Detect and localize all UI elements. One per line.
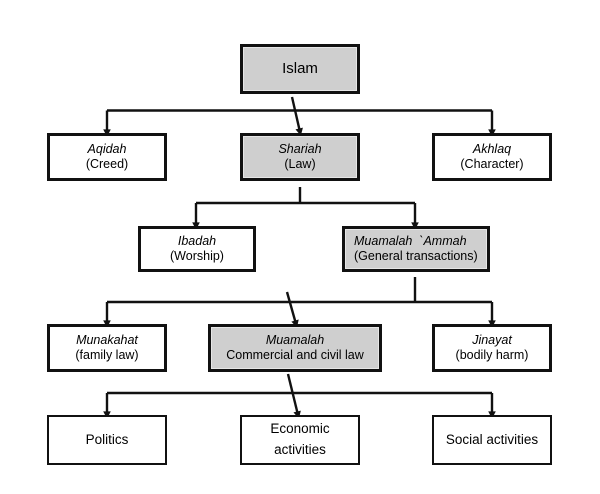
node-jinayat[interactable]: Jinayat (bodily harm) [432,324,552,372]
node-social-activities-label: Social activities [445,431,539,447]
node-muamalah-ammah-gloss: (General transactions) [354,249,478,263]
node-economic-activities[interactable]: Economic activities [240,415,360,465]
node-shariah[interactable]: Shariah (Law) [240,133,360,181]
node-akhlaq-term: Akhlaq [472,141,512,156]
node-jinayat-gloss: (bodily harm) [455,348,529,362]
node-shariah-term: Shariah [278,141,322,156]
edge-ammah-to-muamalah [285,291,299,328]
edge-muamalah-to-economic [286,373,301,419]
node-islam[interactable]: Islam [240,44,360,94]
node-munakahat[interactable]: Munakahat (family law) [47,324,167,372]
edge-muamalah-to-children [103,391,496,419]
node-akhlaq-gloss: (Character) [460,157,524,171]
edge-islam-to-shariah [290,96,303,136]
edge-shariah-to-children [192,187,419,230]
node-social-activities[interactable]: Social activities [432,415,552,465]
node-muamalah-ammah-term: Muamalah `Ammah [354,233,467,248]
node-economic-activities-label: Economic activities [270,421,330,457]
node-munakahat-gloss: (family law) [75,348,139,362]
node-politics-label: Politics [85,431,129,447]
node-ibadah[interactable]: Ibadah (Worship) [138,226,256,272]
node-aqidah-term: Aqidah [87,141,127,156]
node-aqidah-gloss: (Creed) [85,157,129,171]
node-jinayat-term: Jinayat [472,332,512,347]
node-muamalah-ammah[interactable]: Muamalah `Ammah (General transactions) [342,226,490,272]
node-muamalah-gloss: Commercial and civil law [226,348,364,362]
node-politics[interactable]: Politics [47,415,167,465]
node-muamalah[interactable]: Muamalah Commercial and civil law [208,324,382,372]
node-akhlaq[interactable]: Akhlaq (Character) [432,133,552,181]
node-ibadah-term: Ibadah [177,233,217,248]
node-shariah-gloss: (Law) [284,157,316,171]
node-munakahat-term: Munakahat [76,332,138,347]
node-ibadah-gloss: (Worship) [170,249,224,263]
node-aqidah[interactable]: Aqidah (Creed) [47,133,167,181]
edge-islam-to-aqidah [103,109,492,137]
edge-ammah-to-children [103,277,496,328]
node-muamalah-term: Muamalah [265,332,325,347]
node-islam-label: Islam [282,59,318,77]
